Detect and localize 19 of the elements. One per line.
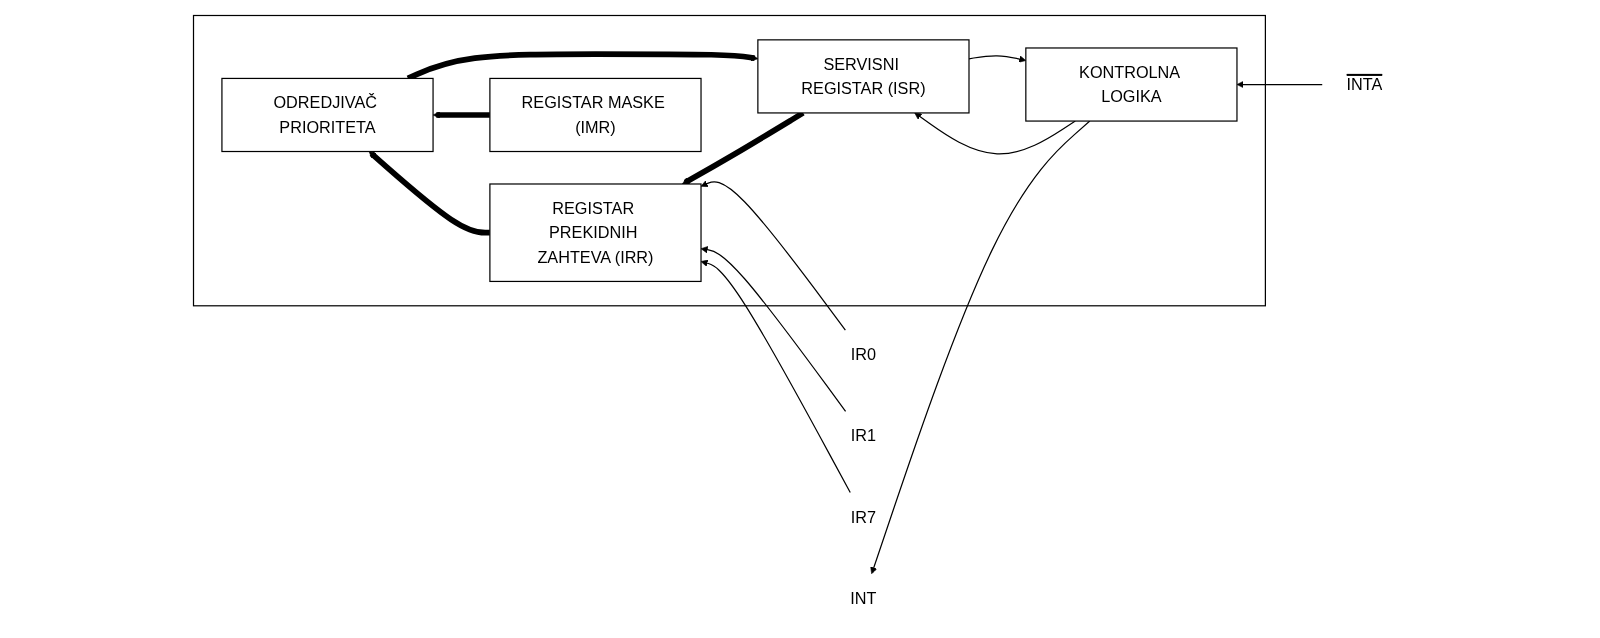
arrow xyxy=(1236,80,1323,89)
node-text: IR1 xyxy=(850,426,876,445)
node-box: KONTROLNA LOGIKA xyxy=(1025,47,1238,122)
node-box: ODREDJIVAČ PRIORITETA xyxy=(221,77,434,153)
node-text: IR0 xyxy=(850,345,876,364)
arrow xyxy=(700,246,847,412)
node-box: REGISTAR PREKIDNIH ZAHTEVA (IRR) xyxy=(489,183,702,283)
node-text: INT xyxy=(850,589,877,608)
arrow xyxy=(368,151,490,236)
arrow xyxy=(914,112,1076,155)
arrow xyxy=(700,180,846,331)
cluster xyxy=(192,14,1266,307)
arrow xyxy=(700,259,851,494)
arrow xyxy=(432,111,490,119)
node-text: INTA xyxy=(1346,75,1383,94)
node-box: SERVISNI REGISTAR (ISR) xyxy=(757,39,970,114)
node-box: REGISTAR MASKE (IMR) xyxy=(489,77,702,153)
arrow xyxy=(870,120,1091,575)
node-text: IR7 xyxy=(850,507,876,526)
